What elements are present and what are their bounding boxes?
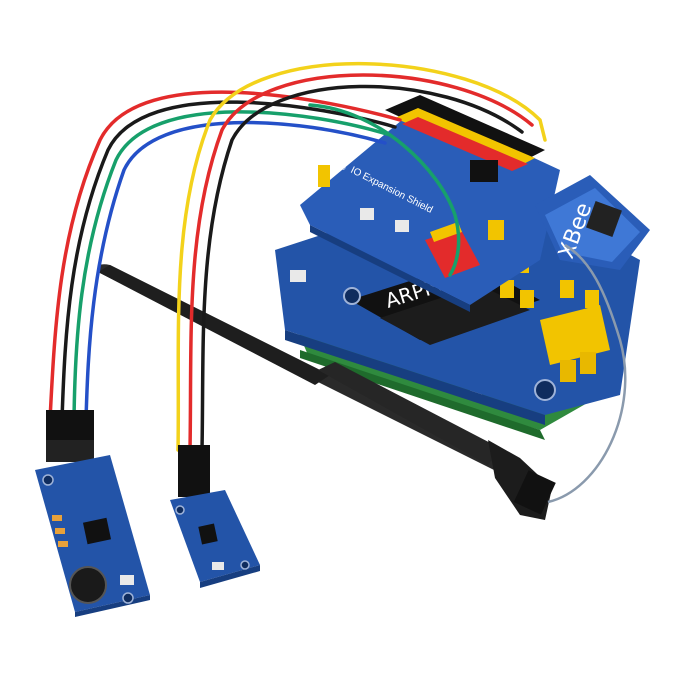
push-button [395,220,409,232]
antenna-cable [547,243,627,504]
ic-chip [470,160,498,182]
io-expansion-shield: Xbee IO Expansion Shield [300,95,560,312]
mount-hole [343,287,361,305]
mount-hole [534,379,556,401]
sensor-ic [198,523,218,545]
sensor-ic [82,517,112,545]
wire-bundle-right [176,61,547,452]
xbee-chip [586,201,622,237]
sensor-connector [178,445,210,497]
sound-sensor-module [35,410,150,617]
female-header-row [385,95,545,171]
microphone [69,566,107,604]
push-button [290,270,306,282]
wire-bundle-left [48,90,402,422]
shield-brand-label: Xbee [329,159,347,173]
push-button [360,208,374,220]
light-sensor-module [170,445,260,588]
